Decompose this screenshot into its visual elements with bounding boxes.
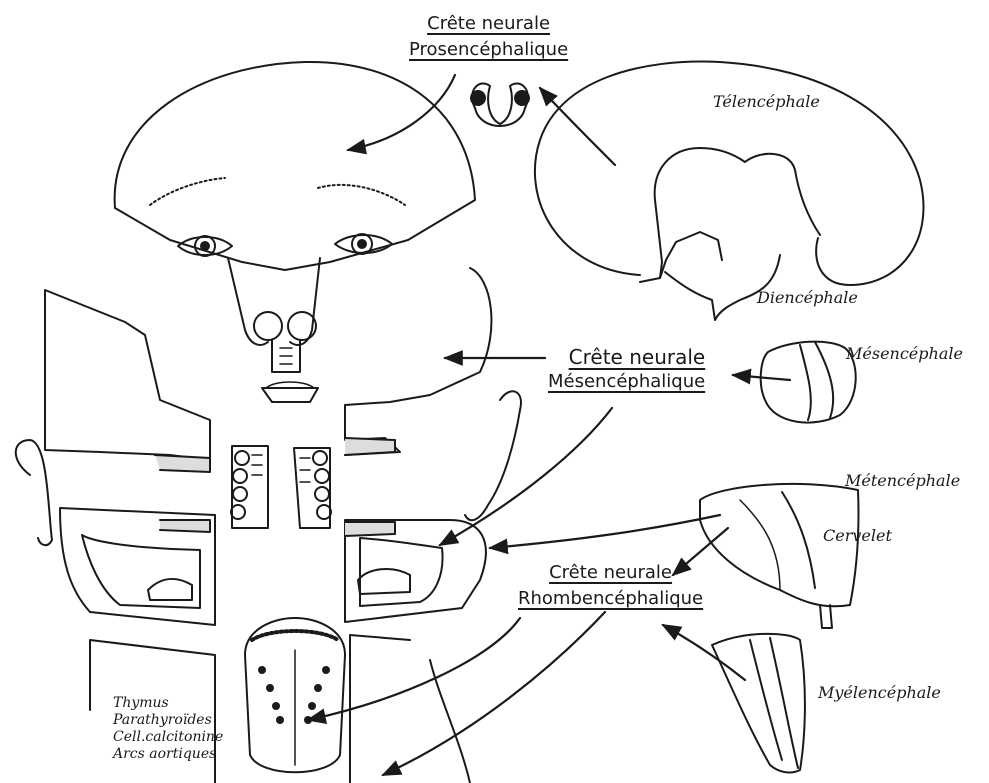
nose [228, 258, 320, 372]
left-mandible [60, 508, 215, 625]
rhombencephalic-line2: Rhombencéphalique [518, 589, 703, 609]
right-maxillary-process [345, 268, 491, 455]
prosencephalic-crest-label: Crête neurale Prosencéphalique [409, 14, 568, 60]
arrow-rhomb-to-tongue [308, 618, 520, 720]
myelencephale-label: Myélencéphale [818, 683, 941, 702]
arrow-mesenc-to-mandible [440, 408, 612, 545]
derivatives-list: Thymus Parathyroïdes Cell.calcitonine Ar… [113, 695, 223, 763]
mesencephalic-crest-label: Crête neurale Mésencéphalique [548, 347, 705, 392]
arrow-metenc-to-mandible [490, 515, 720, 548]
premaxilla [262, 382, 318, 402]
metencephalon-shape [700, 484, 858, 628]
tongue [245, 618, 345, 772]
left-ear [16, 440, 52, 545]
right-teeth [294, 448, 331, 528]
right-eye [335, 234, 392, 254]
forehead-region [115, 62, 475, 270]
left-teeth [231, 446, 268, 528]
rhombencephalic-line1: Crête neurale [518, 563, 703, 583]
cervelet-label: Cervelet [823, 526, 892, 545]
prosencephalic-line2: Prosencéphalique [409, 40, 568, 60]
rhombencephalic-crest-label: Crête neurale Rhombencéphalique [518, 563, 703, 609]
telencephale-label: Télencéphale [713, 92, 820, 111]
mesencephalic-line1: Crête neurale [548, 347, 705, 367]
arrows [308, 75, 790, 775]
prosencephalic-line1: Crête neurale [409, 14, 568, 34]
mesencephale-label: Mésencéphale [846, 344, 963, 363]
diencephale-label: Diencéphale [757, 288, 858, 307]
mesencephalic-line2: Mésencéphalique [548, 372, 705, 392]
arrow-telenc-to-crest [540, 88, 615, 165]
derivative-item: Cell.calcitonine [113, 729, 223, 746]
right-mandible [345, 520, 486, 622]
arrow-rhomb-to-neck [383, 612, 605, 775]
derivative-item: Arcs aortiques [113, 746, 223, 763]
metencephale-label: Métencéphale [845, 471, 960, 490]
derivative-item: Parathyroïdes [113, 712, 223, 729]
left-maxillary-process [45, 290, 210, 472]
arrow-myelenc-to-rhomb [663, 625, 745, 680]
right-ear [465, 391, 521, 520]
nasal-placode [471, 83, 529, 126]
arrow-prosenc-to-forehead [348, 75, 455, 150]
left-eye [178, 236, 232, 256]
myelencephalon-shape [712, 634, 805, 773]
derivative-item: Thymus [113, 695, 223, 712]
mesencephalon-shape [761, 342, 856, 423]
